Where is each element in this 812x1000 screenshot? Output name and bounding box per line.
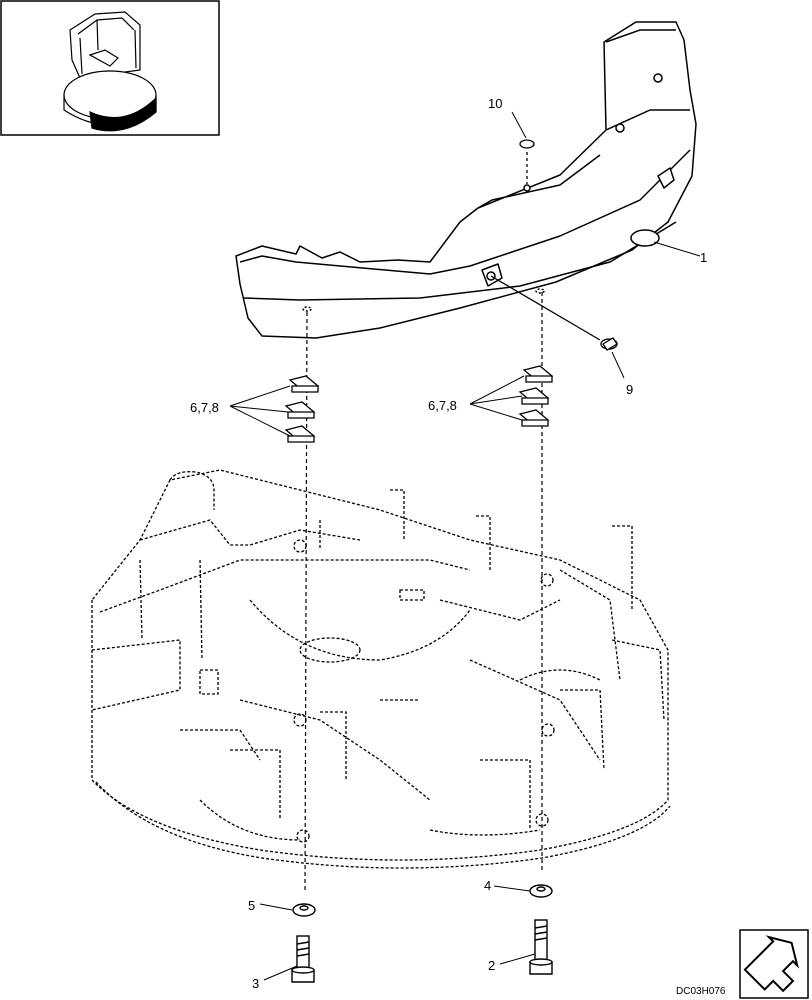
callout-5: 5	[248, 898, 255, 913]
callout-6-7-8-left: 6,7,8	[190, 400, 219, 415]
assembly-axes	[304, 292, 543, 891]
drawing-code: DC03H076	[676, 986, 726, 997]
plug-side	[490, 275, 618, 351]
washer-right	[529, 884, 553, 898]
counterweight	[235, 21, 697, 339]
callout-2: 2	[488, 958, 495, 973]
callout-6-7-8-right: 6,7,8	[428, 398, 457, 413]
bolt-left	[291, 935, 315, 983]
leader-lines	[229, 111, 701, 981]
next-page-arrow-icon[interactable]	[739, 929, 811, 1000]
excavator-locator-icon	[63, 11, 157, 132]
callout-9: 9	[626, 382, 633, 397]
callout-4: 4	[484, 878, 491, 893]
callout-10: 10	[488, 96, 502, 111]
plug-top	[519, 139, 535, 184]
shims-left	[284, 375, 320, 443]
callout-3: 3	[252, 976, 259, 991]
locator-inset	[0, 0, 220, 136]
upper-frame	[91, 469, 671, 869]
washer-left	[292, 903, 316, 917]
bolt-right	[529, 919, 553, 975]
callout-1: 1	[700, 250, 707, 265]
shims-right	[518, 365, 554, 427]
